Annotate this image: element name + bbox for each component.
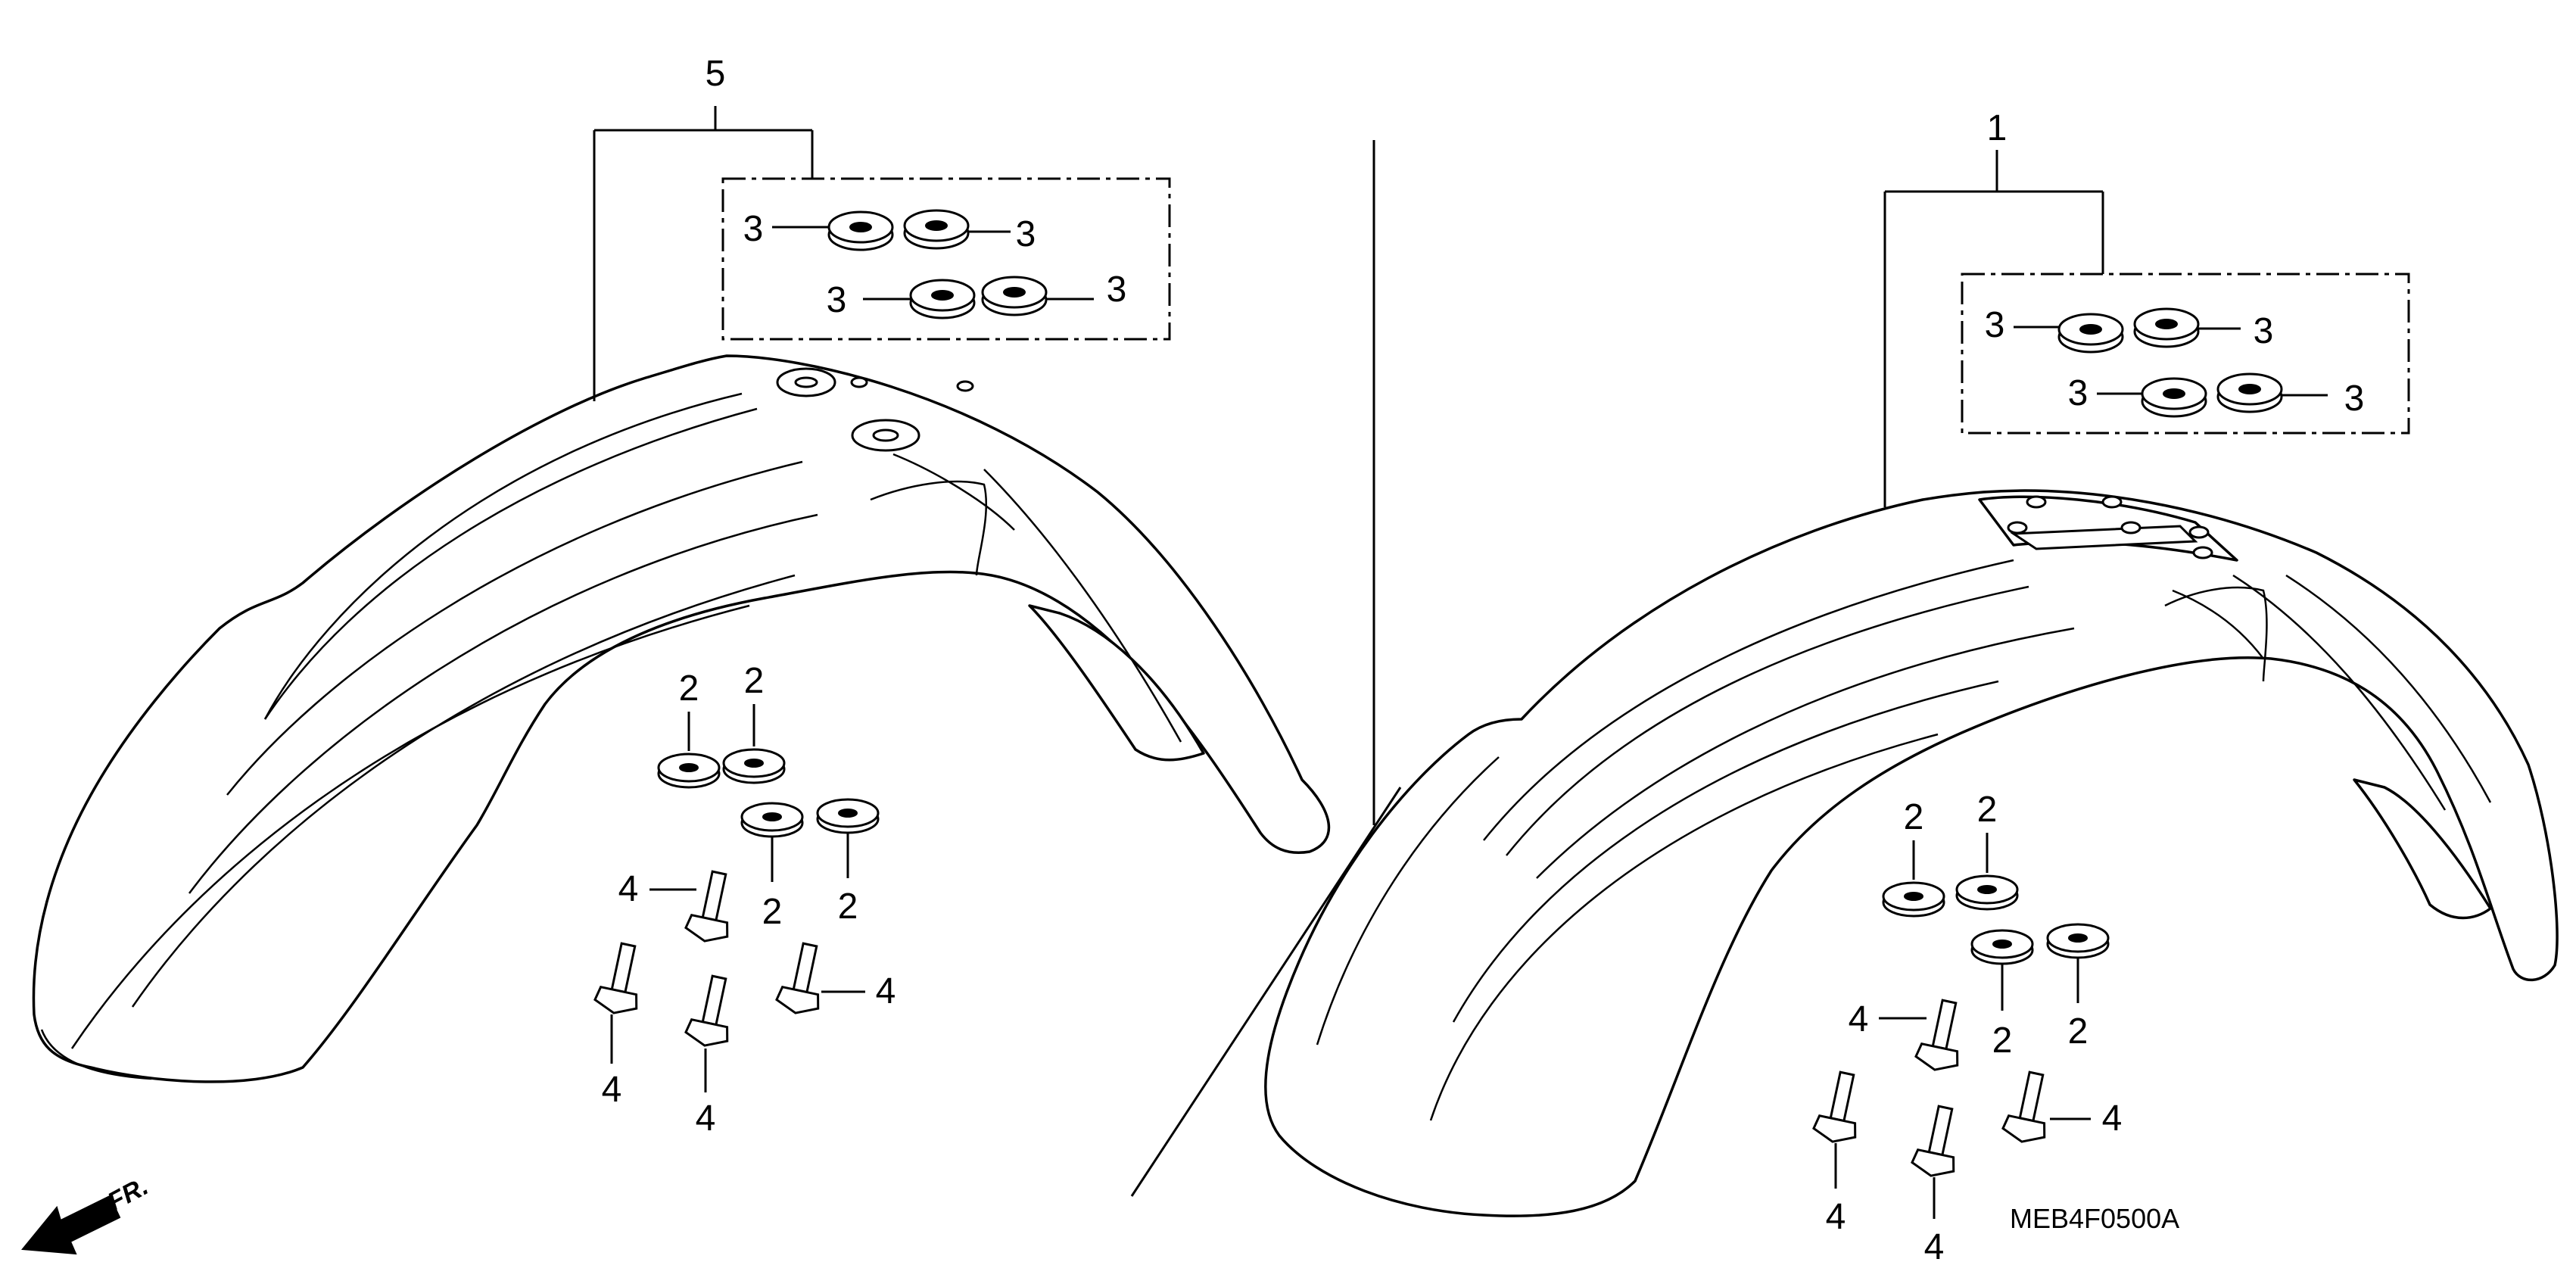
callout-3: 3 [827, 280, 847, 320]
callout-2: 2 [838, 887, 858, 927]
callout-3: 3 [1985, 305, 2005, 345]
washer-part [816, 798, 880, 834]
front-direction-marker: FR. [21, 1172, 153, 1255]
washer-part [1882, 881, 1945, 918]
left-front-fender [32, 354, 1331, 1083]
bushing-part [2057, 313, 2124, 354]
bushing-kit-box-left: 3 3 3 3 [721, 177, 1171, 341]
bolt-part [684, 870, 729, 943]
callout-3: 3 [2254, 311, 2274, 351]
bushing-part [2216, 372, 2283, 413]
bolts-left: 4 4 4 4 [593, 869, 896, 1139]
right-fender-assembly: 1 [1264, 108, 2559, 1267]
bolt-part [775, 942, 820, 1014]
washer-part [740, 802, 804, 838]
bushing-part [2141, 377, 2207, 418]
washer-part [722, 748, 786, 784]
bolt-part [684, 974, 729, 1047]
callout-3: 3 [2344, 379, 2365, 419]
bolt-part [1914, 999, 1959, 1071]
washer-part [657, 753, 721, 789]
callout-4: 4 [696, 1098, 716, 1139]
callout-3: 3 [1107, 270, 1127, 310]
callout-1: 1 [1987, 108, 2008, 148]
callout-2: 2 [1977, 790, 1998, 830]
callout-2: 2 [2068, 1011, 2089, 1052]
callout-2: 2 [762, 892, 783, 932]
bolt-part [1911, 1105, 1955, 1177]
set-bracket-5: 5 [593, 54, 814, 401]
bushing-part [903, 209, 970, 250]
bolt-part [1812, 1070, 1857, 1143]
callout-4: 4 [1826, 1197, 1846, 1237]
callout-2: 2 [1904, 797, 1924, 837]
bushing-part [909, 279, 976, 319]
bushing-part [2133, 307, 2200, 348]
callout-3: 3 [1016, 214, 1036, 254]
bolt-part [2001, 1070, 2046, 1143]
left-fender-assembly: 5 [32, 54, 1331, 1139]
front-arrow-icon [21, 1195, 121, 1255]
callout-2: 2 [744, 661, 765, 701]
callout-4: 4 [1849, 999, 1869, 1039]
callout-4: 4 [2102, 1098, 2123, 1139]
callout-2: 2 [1992, 1021, 2013, 1061]
washers-left: 2 2 2 2 [657, 661, 880, 932]
bushing-kit-box-right: 3 3 3 3 [1961, 273, 2410, 435]
right-front-fender [1264, 489, 2559, 1217]
callout-5: 5 [706, 54, 726, 94]
bolt-part [593, 942, 638, 1014]
callout-4: 4 [602, 1070, 622, 1110]
divider-lines [1130, 140, 1402, 1197]
bushing-part [981, 276, 1048, 316]
callout-4: 4 [618, 869, 639, 909]
set-bracket-1: 1 [1883, 108, 2104, 507]
diagram-code: MEB4F0500A [2010, 1203, 2179, 1234]
bolts-right: 4 4 4 4 [1812, 999, 2123, 1267]
callout-2: 2 [679, 668, 699, 709]
washer-part [2046, 923, 2110, 959]
callout-3: 3 [743, 209, 764, 249]
bushing-part [827, 210, 894, 251]
washers-right: 2 2 2 2 [1882, 790, 2110, 1061]
washer-part [1970, 929, 2034, 965]
callout-4: 4 [1924, 1227, 1945, 1267]
washer-part [1955, 874, 2019, 911]
callout-4: 4 [876, 971, 896, 1011]
callout-3: 3 [2068, 373, 2089, 413]
